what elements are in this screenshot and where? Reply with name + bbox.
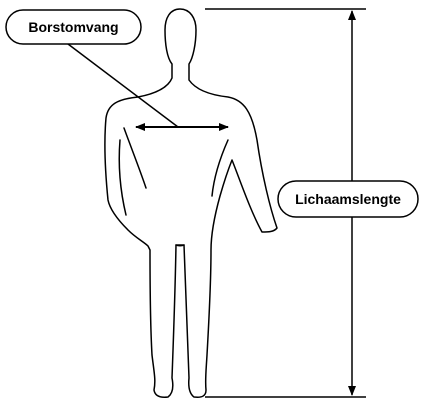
chest-label: Borstomvang bbox=[6, 10, 141, 44]
body-silhouette bbox=[105, 9, 277, 397]
body-length-label-text: Lichaamslengte bbox=[295, 191, 401, 207]
chest-leader-line bbox=[68, 44, 178, 127]
body-length-label: Lichaamslengte bbox=[278, 181, 418, 217]
chest-label-text: Borstomvang bbox=[28, 19, 118, 35]
